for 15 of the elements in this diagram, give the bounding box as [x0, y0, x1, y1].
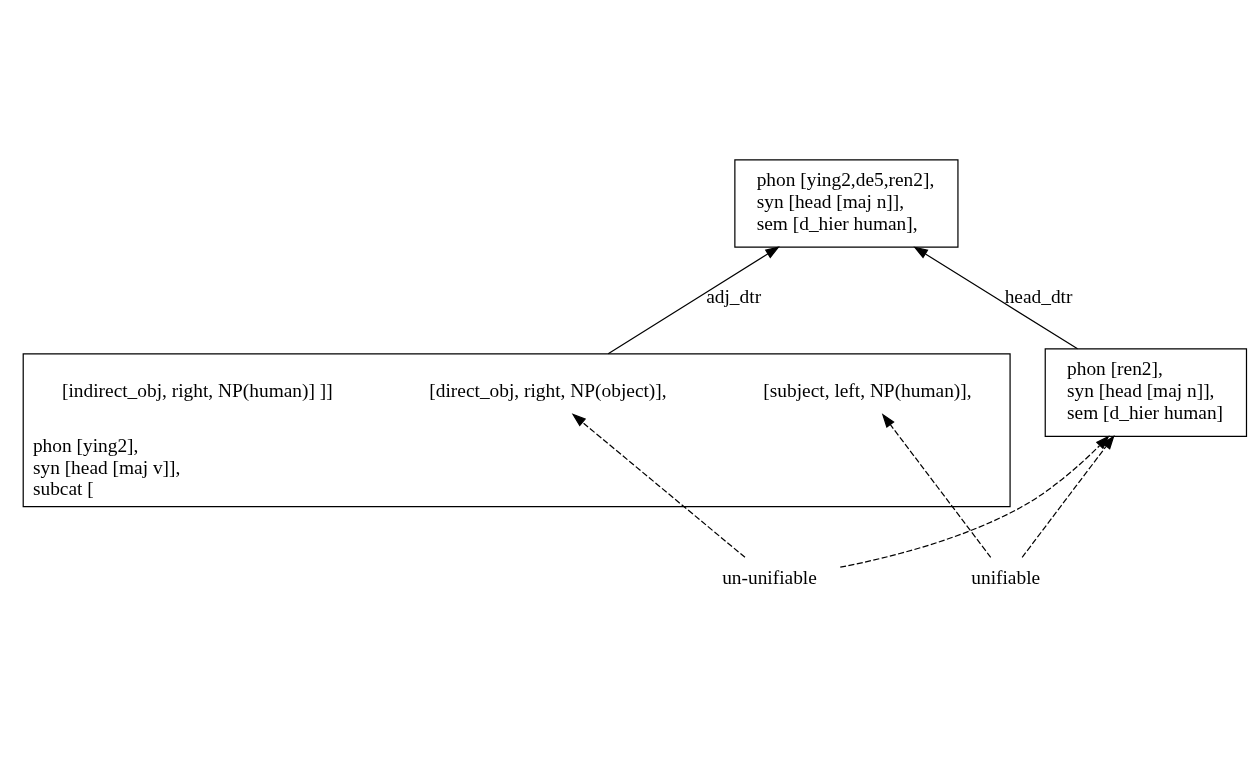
arrow: [571, 413, 746, 558]
edge-label: adj_dtr: [706, 285, 762, 307]
arrow: [913, 246, 1079, 350]
arrow: [1021, 435, 1115, 558]
arrow: [881, 413, 992, 558]
node-text: unifiable: [971, 566, 1041, 588]
node-text: [indirect_obj, right, NP(human)] ]]: [62, 380, 333, 402]
arrow: [607, 246, 780, 355]
node-text: [subject, left, NP(human)],: [763, 380, 972, 402]
node-text: un-unifiable: [722, 566, 817, 588]
node-box: phon [ren2], syn [head [maj n]], sem [d_hier human]: [1044, 348, 1248, 437]
edge-label: head_dtr: [1004, 285, 1073, 307]
node-text: [direct_obj, right, NP(object)],: [429, 380, 667, 402]
arrow: [839, 435, 1110, 568]
node-box: phon [ying2,de5,ren2], syn [head [maj n]], sem [d_hier human],: [734, 159, 959, 248]
